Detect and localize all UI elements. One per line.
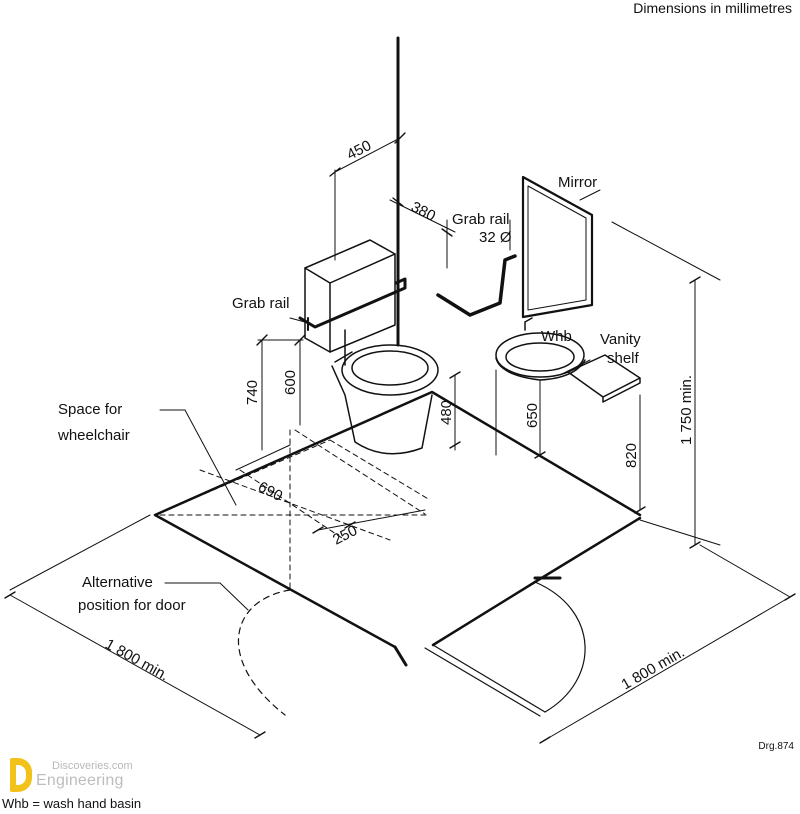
vanity-label-line2: shelf	[607, 350, 640, 367]
logo-top-text: Discoveries.com	[52, 760, 133, 772]
wheelchair-space	[154, 429, 431, 591]
drawing-number: Drg.874	[758, 741, 794, 752]
mirror-label: Mirror	[558, 174, 597, 191]
toilet-pan	[331, 329, 439, 455]
door-leaf	[424, 644, 546, 717]
floor-outline	[153, 390, 642, 649]
dim-650: 650	[524, 403, 541, 428]
cistern	[304, 239, 396, 353]
dim-250: 250	[330, 522, 360, 549]
units-note: Dimensions in millimetres	[633, 0, 792, 16]
door-swing-arc	[534, 581, 586, 713]
vanity-shelf	[567, 354, 641, 403]
dimension-lines	[9, 137, 791, 741]
dim-1800-right: 1 800 min.	[619, 644, 688, 694]
grab-rail-diameter-label: 32 Ø	[479, 229, 512, 246]
dim-1800-left: 1 800 min.	[102, 636, 172, 685]
dim-740: 740	[244, 380, 261, 405]
dim-690: 690	[255, 478, 285, 505]
wall-grab-rail	[436, 254, 517, 317]
vanity-label-line1: Vanity	[600, 331, 641, 348]
dim-450: 450	[344, 137, 374, 164]
door-label-line2: position for door	[78, 597, 186, 614]
cistern-grab-rail	[298, 277, 407, 329]
wheelchair-label-line2: wheelchair	[57, 427, 130, 444]
dimension-ticks	[4, 132, 796, 744]
site-logo: Discoveries.com Engineering	[6, 752, 206, 796]
wall-grab-rail-label: Grab rail	[452, 211, 510, 228]
door-label-line1: Alternative	[82, 574, 153, 591]
wheelchair-label-line1: Space for	[58, 401, 122, 418]
dim-480: 480	[438, 400, 455, 425]
mirror	[521, 175, 594, 319]
dim-600: 600	[282, 370, 299, 395]
dim-380: 380	[408, 198, 438, 225]
logo-bottom-text: Engineering	[36, 772, 124, 789]
dim-820: 820	[623, 443, 640, 468]
logo-icon	[10, 758, 32, 792]
floor-step-left	[393, 645, 408, 667]
abbreviation-legend: Whb = wash hand basin	[2, 796, 142, 811]
cistern-grab-rail-label: Grab rail	[232, 295, 290, 312]
dim-1750: 1 750 min.	[678, 375, 695, 445]
whb-label: Whb	[541, 328, 572, 345]
